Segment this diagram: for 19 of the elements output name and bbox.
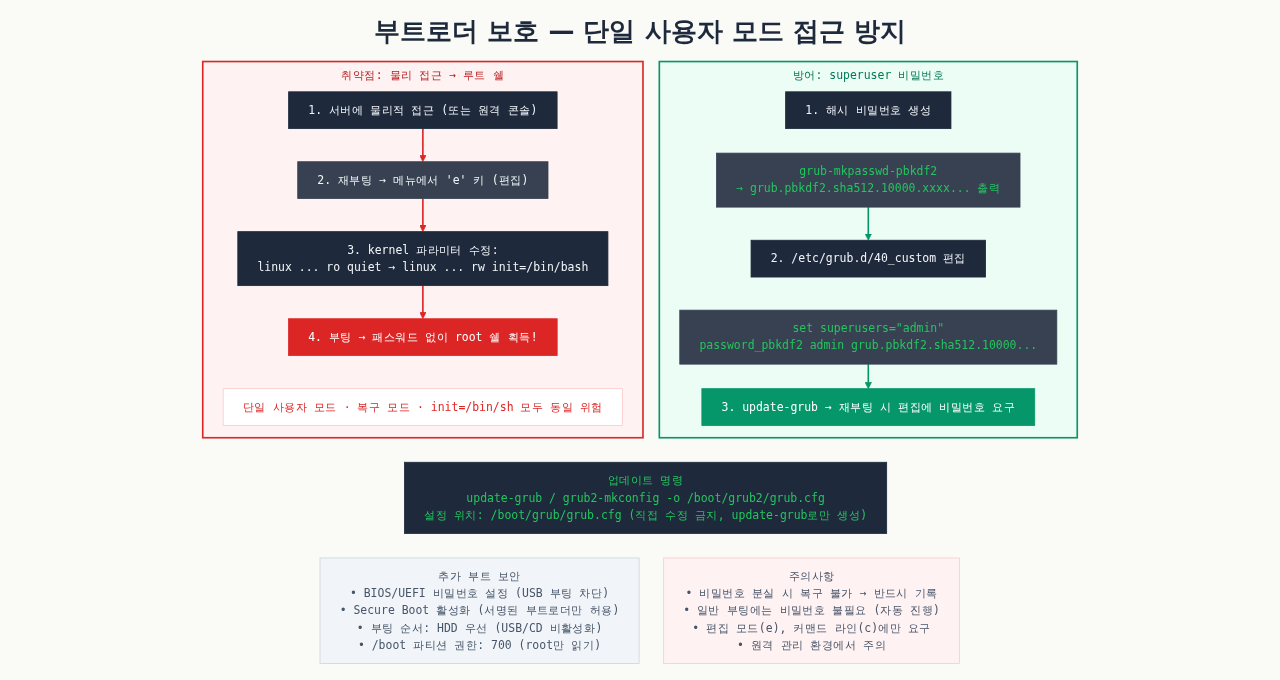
arrow (419, 197, 427, 232)
node-box: 단일 사용자 모드 · 복구 모드 · init=/bin/sh 모두 동일 위험 (222, 388, 623, 426)
node-box: 2. /etc/grub.d/40_custom 편집 (750, 239, 986, 278)
node-box: 1. 해시 비밀번호 생성 (785, 91, 952, 129)
arrow (419, 127, 427, 163)
node-box: grub-mkpasswd-pbkdf2 → grub.pbkdf2.sha512.10000.xxxx... 출력 (716, 152, 1021, 208)
node-box: 업데이트 명령 update-grub / grub2-mkconfig -o /boot/grub2/grub.cfg 설정 위치: /boot/grub/grub.cfg (직접 수정 금지, update-grub로만 생성) (404, 461, 888, 534)
arrow (419, 284, 427, 320)
arrow (864, 363, 872, 389)
node-box: 2. 재부팅 → 메뉴에서 'e' 키 (편집) (297, 161, 549, 199)
arrow (864, 206, 872, 241)
node-box: 주의사항 • 비밀번호 분실 시 복구 불가 → 반드시 기록 • 일반 부팅에는 비밀번호 불필요 (자동 진행) • 편집 모드(e), 커맨드 라인(c)에만 요구 • 원격 관리 환경에서 주의 (663, 557, 960, 664)
node-box: 3. kernel 파라미터 수정: linux ... ro quiet → linux ... rw init=/bin/bash (237, 231, 609, 287)
node-box: 1. 서버에 물리적 접근 (또는 원격 콘솔) (288, 91, 558, 129)
node-box: set superusers="admin" password_pbkdf2 admin grub.pbkdf2.sha512.10000... (679, 309, 1058, 365)
diagram-title: 부트로더 보호 — 단일 사용자 모드 접근 방지 (373, 15, 907, 48)
node-box: 4. 부팅 → 패스워드 없이 root 쉘 획득! (288, 318, 558, 356)
node-box: 3. update-grub → 재부팅 시 편집에 비밀번호 요구 (701, 388, 1036, 426)
node-box: 추가 부트 보안 • BIOS/UEFI 비밀번호 설정 (USB 부팅 차단) • Secure Boot 활성화 (서명된 부트로더만 허용) • 부팅 순서: HDD 우선 (USB/CD 비활성화) • /boot 파티션 권한: 700 (root만 읽기) (319, 557, 640, 664)
